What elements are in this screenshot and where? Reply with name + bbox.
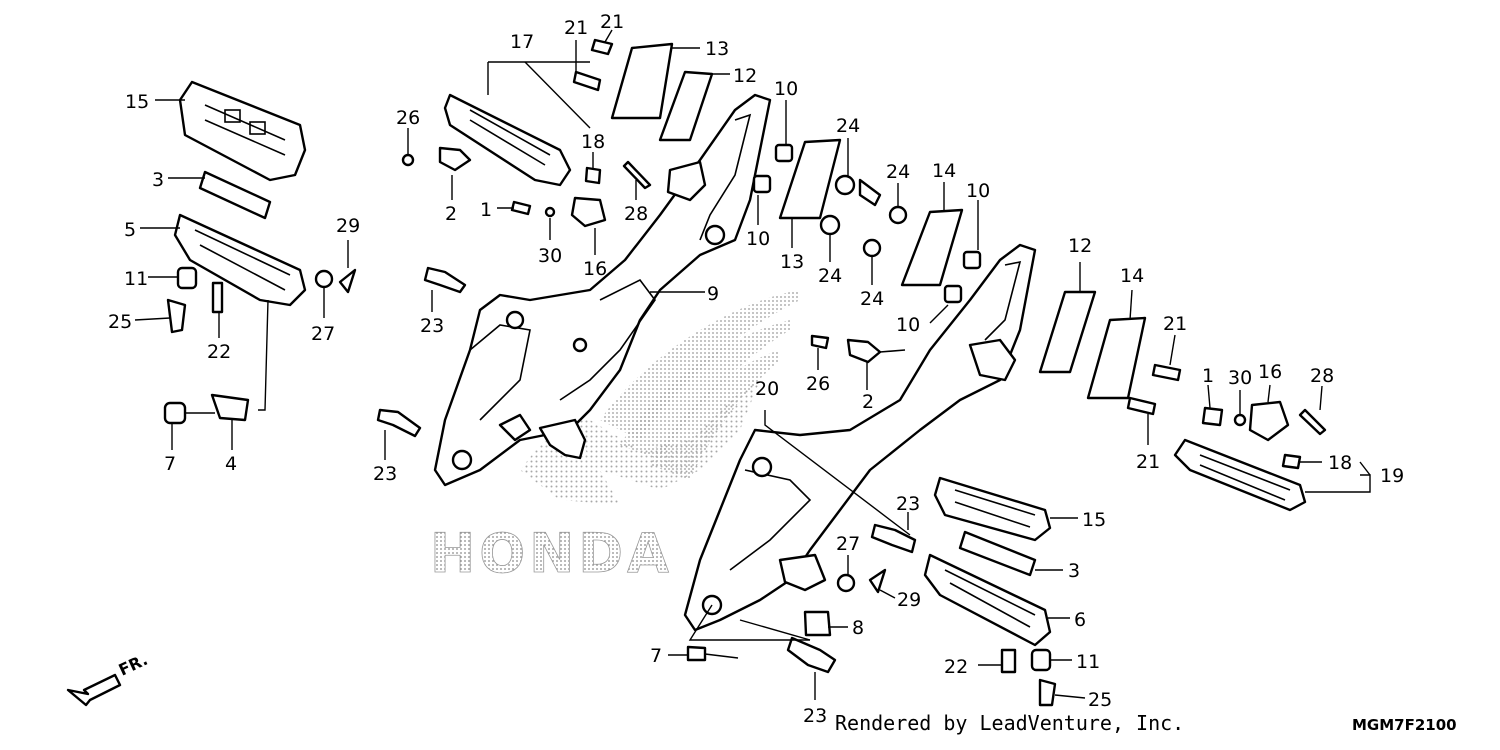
callout-25: 25: [1088, 689, 1112, 711]
front-arrow-icon: FR.: [66, 650, 151, 707]
callout-15: 15: [1082, 509, 1106, 531]
callout-23: 23: [420, 315, 444, 337]
callout-11: 11: [124, 268, 148, 290]
callout-29: 29: [336, 215, 360, 237]
callout-26: 26: [396, 107, 420, 129]
right-plate: [958, 530, 1037, 577]
callout-7: 7: [164, 453, 176, 475]
callout-16: 16: [1258, 361, 1282, 383]
callout-18: 18: [581, 131, 605, 153]
callout-30: 30: [1228, 367, 1252, 389]
callout-20: 20: [755, 378, 779, 400]
callout-3: 3: [1068, 560, 1080, 582]
callout-23: 23: [803, 705, 827, 727]
callout-labels: 15 3 5 11 25 22 27 29 7 4 17 21 21 13 12…: [108, 11, 1404, 727]
right-small-fasteners: [810, 334, 1327, 470]
callout-22: 22: [944, 656, 968, 678]
callout-24: 24: [860, 288, 884, 310]
honda-watermark: HONDA: [430, 522, 673, 586]
callout-24: 24: [818, 265, 842, 287]
center-collars: [752, 143, 982, 304]
right-footpeg: [923, 553, 1052, 647]
callout-12: 12: [733, 65, 757, 87]
callout-22: 22: [207, 341, 231, 363]
callout-2: 2: [445, 203, 457, 225]
callout-19: 19: [1380, 465, 1404, 487]
callout-17: 17: [510, 31, 534, 53]
callout-26: 26: [806, 373, 830, 395]
callout-8: 8: [852, 617, 864, 639]
honda-wing-watermark: [520, 290, 800, 505]
callout-28: 28: [1310, 365, 1334, 387]
callout-10: 10: [774, 78, 798, 100]
callout-24: 24: [836, 115, 860, 137]
callout-16: 16: [583, 258, 607, 280]
watermark-text: HONDA: [430, 522, 673, 585]
left-plate: [198, 170, 272, 220]
callout-13: 13: [780, 251, 804, 273]
right-lower-small-parts: [686, 523, 1057, 707]
callout-2: 2: [862, 391, 874, 413]
callout-23: 23: [373, 463, 397, 485]
callout-1: 1: [480, 199, 492, 221]
left-footpeg: [173, 213, 307, 307]
callout-4: 4: [225, 453, 237, 475]
callout-1: 1: [1202, 365, 1214, 387]
right-footpeg-rubber: [933, 476, 1052, 542]
callout-21: 21: [1136, 451, 1160, 473]
callout-10: 10: [966, 180, 990, 202]
right-passenger-footpeg: [1173, 438, 1307, 512]
callout-24: 24: [886, 161, 910, 183]
callout-14: 14: [1120, 265, 1144, 287]
leader-lines: [134, 29, 1371, 700]
callout-3: 3: [152, 169, 164, 191]
callout-23: 23: [896, 493, 920, 515]
callout-27: 27: [311, 323, 335, 345]
callout-10: 10: [896, 314, 920, 336]
front-arrow-label: FR.: [116, 650, 151, 680]
callout-28: 28: [624, 203, 648, 225]
center-brackets: [778, 138, 1147, 400]
callout-6: 6: [1074, 609, 1086, 631]
callout-13: 13: [705, 38, 729, 60]
callout-21: 21: [1163, 313, 1187, 335]
callout-30: 30: [538, 245, 562, 267]
right-step-holder: [683, 243, 1037, 632]
callout-21: 21: [600, 11, 624, 33]
callout-29: 29: [897, 589, 921, 611]
callout-12: 12: [1068, 235, 1092, 257]
diagram-reference-code: MGM7F2100: [1352, 716, 1457, 734]
callout-15: 15: [125, 91, 149, 113]
callout-25: 25: [108, 311, 132, 333]
callout-18: 18: [1328, 452, 1352, 474]
rendered-by-credit: Rendered by LeadVenture, Inc.: [835, 711, 1185, 735]
callout-9: 9: [707, 283, 719, 305]
left-small-parts: [163, 266, 357, 425]
callout-21: 21: [564, 17, 588, 39]
left-brackets: [610, 42, 882, 207]
callout-27: 27: [836, 533, 860, 555]
callout-11: 11: [1076, 651, 1100, 673]
callout-14: 14: [932, 160, 956, 182]
callout-7: 7: [650, 645, 662, 667]
left-passenger-footpeg: [443, 93, 572, 187]
callout-5: 5: [124, 219, 136, 241]
callout-10: 10: [746, 228, 770, 250]
left-footpeg-rubber: [178, 80, 307, 182]
